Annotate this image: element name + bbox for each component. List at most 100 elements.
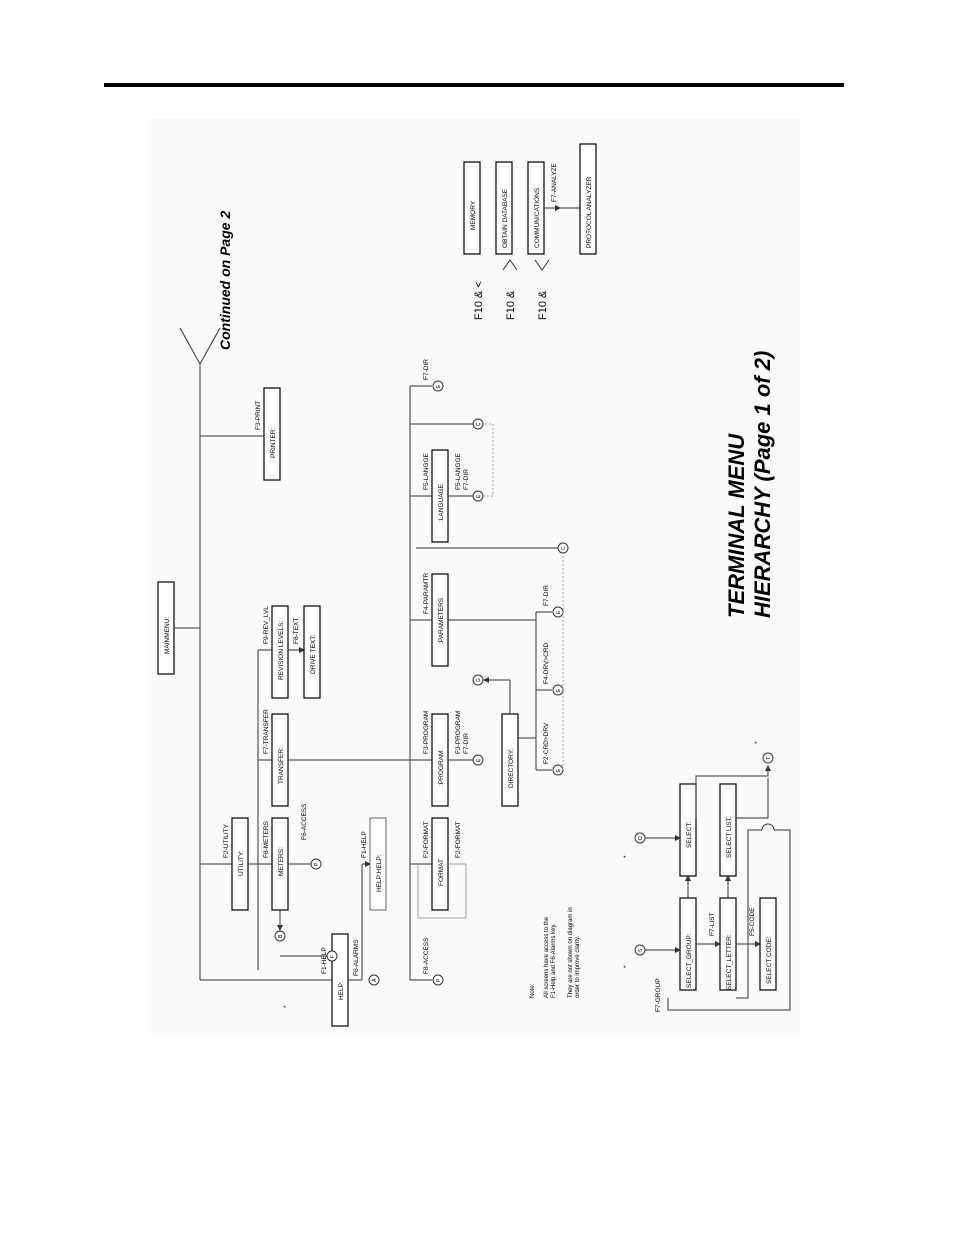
caret-up-icon	[502, 259, 518, 271]
drive-text-label: DRIVE TEXT:	[310, 635, 317, 674]
svg-text:E: E	[476, 494, 482, 498]
obtain-database-label: OBTAIN DATABASE	[502, 188, 509, 248]
key-f6-alarms: F6-ALARMS	[353, 939, 360, 976]
select-label: SELECT:	[686, 821, 693, 848]
select-letter-label: SELECT_LETTER:	[726, 934, 733, 990]
key-f7-dir-top: F7-DIR	[423, 359, 430, 380]
svg-text:C: C	[476, 422, 482, 426]
key-f4-drv-crd: F4-DRV>CRD	[543, 642, 550, 684]
f10-up-label: F10 &	[505, 290, 517, 320]
svg-text:E: E	[556, 768, 562, 772]
connector-p-access[interactable]	[432, 974, 444, 986]
f10-lt-label: F10 & <	[473, 281, 485, 320]
connector-s[interactable]	[634, 944, 646, 956]
revision-levels-label: REVISION LEVELS:	[278, 621, 285, 680]
note-line2: F1-Help and F6-Alarms key.	[551, 923, 557, 998]
drive-text-box[interactable]	[303, 605, 321, 699]
svg-text:A: A	[372, 978, 378, 982]
language-label: :LANGUAGE	[438, 483, 445, 522]
key-f7-transfer: F7-TRANSFER	[263, 709, 270, 754]
utility-label: UTILITY:	[238, 850, 245, 876]
svg-text:P: P	[314, 862, 320, 866]
asterisk-help: *	[283, 1005, 290, 1008]
key-f7-analyze: F7-ANALYZE	[551, 162, 558, 202]
svg-text:G: G	[476, 678, 482, 682]
key-f2-format: F2-FORMAT	[423, 821, 430, 858]
svg-text:S: S	[638, 948, 644, 952]
asterisk-t: *	[754, 741, 761, 744]
note-line1: All screens have access to the	[544, 916, 550, 998]
connector-d[interactable]	[634, 832, 646, 844]
key-f2-crd-drv: F2-CRD>DRV	[543, 722, 550, 764]
svg-text:C: C	[561, 546, 567, 550]
key-f5-langge: F5-LANGGE	[423, 452, 430, 490]
obtain-database-box[interactable]	[495, 161, 513, 255]
key-f8-access: F8-ACCESS	[423, 937, 430, 974]
key-f5-langge2: F5-LANGGE	[455, 452, 462, 490]
connector-t[interactable]	[762, 752, 774, 764]
key-f8-meters: F8-METERS	[263, 821, 270, 859]
printer-label: PRINTER:	[270, 427, 277, 458]
svg-text:E: E	[556, 688, 562, 692]
key-f3-print: F3-PRINT	[255, 401, 262, 430]
svg-text:T: T	[766, 757, 772, 760]
key-f6-access-meters: F6-ACCESS	[301, 803, 308, 840]
connector-g-dir[interactable]	[472, 674, 484, 686]
continue-arrow	[179, 327, 221, 366]
key-f5-code: F5-CODE	[749, 907, 756, 936]
key-f1-help: F1-HELP	[321, 947, 328, 974]
connector-e-top[interactable]	[432, 380, 444, 392]
svg-text:D: D	[638, 836, 644, 840]
printer-box[interactable]	[263, 387, 281, 481]
key-f8-text: F8-TEXT	[293, 618, 300, 644]
select-code-label: SELECT CODE:	[766, 936, 773, 984]
title-line2: HIERARCHY (Page 1 of 2)	[750, 351, 775, 618]
asterisk-d: *	[623, 855, 630, 858]
revision-levels-box[interactable]	[271, 605, 289, 699]
program-label: :PROGRAM	[438, 751, 445, 786]
protocol-analyzer-box[interactable]	[579, 143, 597, 255]
help-box[interactable]	[331, 933, 349, 1027]
hierarchy-svg: MAINMENU: F3-PRINT PRINTER: F2-UTILITY U…	[157, 143, 791, 1027]
communications-label: COMMUNICATIONS	[534, 187, 541, 248]
meters-label: METERS:	[278, 847, 285, 876]
key-f3-program: F3-PROGRAM	[423, 711, 430, 754]
key-f4-paramtr: F4-PARAMTR	[423, 573, 430, 614]
svg-text:E: E	[436, 384, 442, 388]
connector-b-meters[interactable]	[274, 930, 286, 942]
select-list-label: SELECT LIST:	[726, 816, 733, 858]
title-line1: TERMINAL MENU	[724, 433, 749, 618]
terminal-menu-diagram: MAINMENU: F3-PRINT PRINTER: F2-UTILITY U…	[148, 118, 800, 1033]
help-help-box[interactable]	[369, 817, 387, 911]
key-f1-help2: F1-HELP	[361, 831, 368, 858]
format-label: FORMAT	[438, 859, 445, 886]
f10-down-label: F10 &	[537, 290, 549, 320]
key-f3-program2: F3-PROGRAM	[455, 711, 462, 754]
connector-p-meters[interactable]	[310, 858, 322, 870]
key-f2-format2: F2-FORMAT	[455, 821, 462, 858]
key-f9-rev-lvl: F9-REV_LVL	[263, 606, 270, 644]
mainmenu-label: MAINMENU:	[164, 617, 171, 654]
svg-text:E: E	[476, 758, 482, 762]
help-label: HELP:	[338, 981, 345, 1000]
svg-text:P: P	[436, 978, 442, 982]
memory-box[interactable]	[463, 161, 481, 255]
transfer-label: TRANSFER:	[278, 747, 285, 784]
top-rule	[104, 83, 844, 87]
note-line3: They are not shown on diagram in	[568, 907, 574, 998]
note-line4: order to improve clarity.	[575, 935, 581, 998]
key-f7-list: F7-LIST	[709, 912, 716, 936]
svg-text:E: E	[556, 610, 562, 614]
caret-down-icon	[534, 259, 550, 271]
svg-text:F: F	[330, 955, 336, 958]
note-heading: Note:	[530, 983, 536, 998]
protocol-analyzer-label: PROTOCOL ANALYZER	[586, 176, 593, 248]
connector-a-help[interactable]	[368, 974, 380, 986]
key-f7-dir-dir: F7-DIR	[543, 585, 550, 606]
key-f7-group: F7-GROUP	[655, 978, 662, 1012]
help-help-label: HELP:HELP:	[376, 854, 383, 892]
key-f2-utility: F2-UTILITY	[223, 823, 230, 858]
svg-text:B: B	[278, 934, 284, 938]
connector-c-param[interactable]	[557, 542, 569, 554]
key-f7-dir-lang: F7-DIR	[463, 469, 470, 490]
